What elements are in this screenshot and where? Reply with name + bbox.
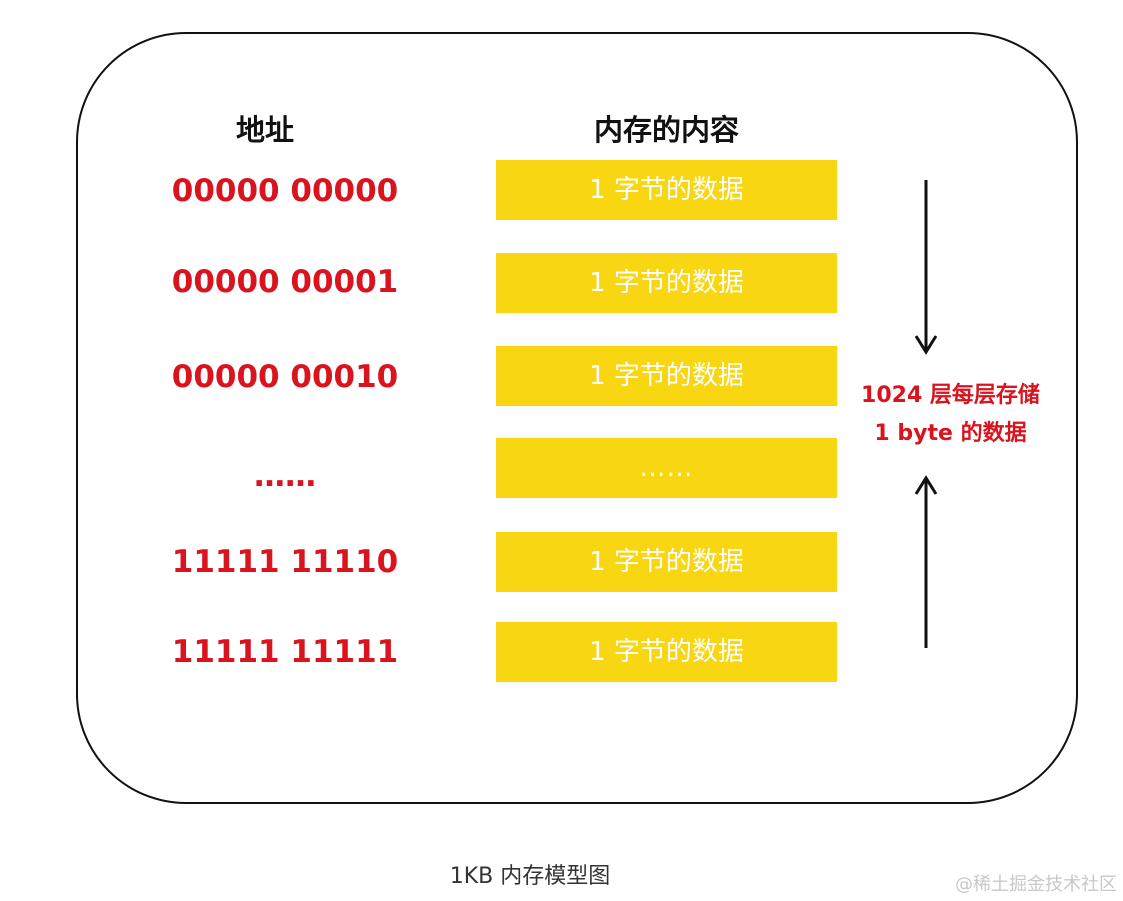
address-label: 11111 11111 bbox=[171, 634, 399, 670]
figure-caption: 1KB 内存模型图 bbox=[449, 864, 611, 889]
address-label: 11111 11110 bbox=[171, 544, 399, 580]
memory-cell: 1 字节的数据 bbox=[496, 253, 837, 313]
byte-size-annotation: 1 byte 的数据 bbox=[874, 421, 1027, 446]
address-label: 00000 00010 bbox=[171, 359, 399, 395]
content-column-header: 内存的内容 bbox=[593, 113, 739, 147]
memory-cell: 1 字节的数据 bbox=[496, 532, 837, 592]
address-label: 00000 00001 bbox=[171, 264, 399, 300]
down-arrow-icon bbox=[914, 180, 938, 355]
address-label: 00000 00000 bbox=[171, 173, 399, 209]
layer-count-annotation: 1024 层每层存储 bbox=[861, 383, 1040, 408]
address-ellipsis: …… bbox=[254, 458, 316, 494]
address-column-header: 地址 bbox=[235, 113, 294, 147]
range-arrows bbox=[914, 180, 938, 648]
memory-cell: 1 字节的数据 bbox=[496, 160, 837, 220]
memory-model-frame bbox=[76, 32, 1078, 804]
watermark: @稀土掘金技术社区 bbox=[955, 874, 1117, 895]
memory-cell: 1 字节的数据 bbox=[496, 622, 837, 682]
memory-cell-ellipsis: …… bbox=[496, 438, 837, 498]
memory-cell: 1 字节的数据 bbox=[496, 346, 837, 406]
up-arrow-icon bbox=[914, 475, 938, 648]
